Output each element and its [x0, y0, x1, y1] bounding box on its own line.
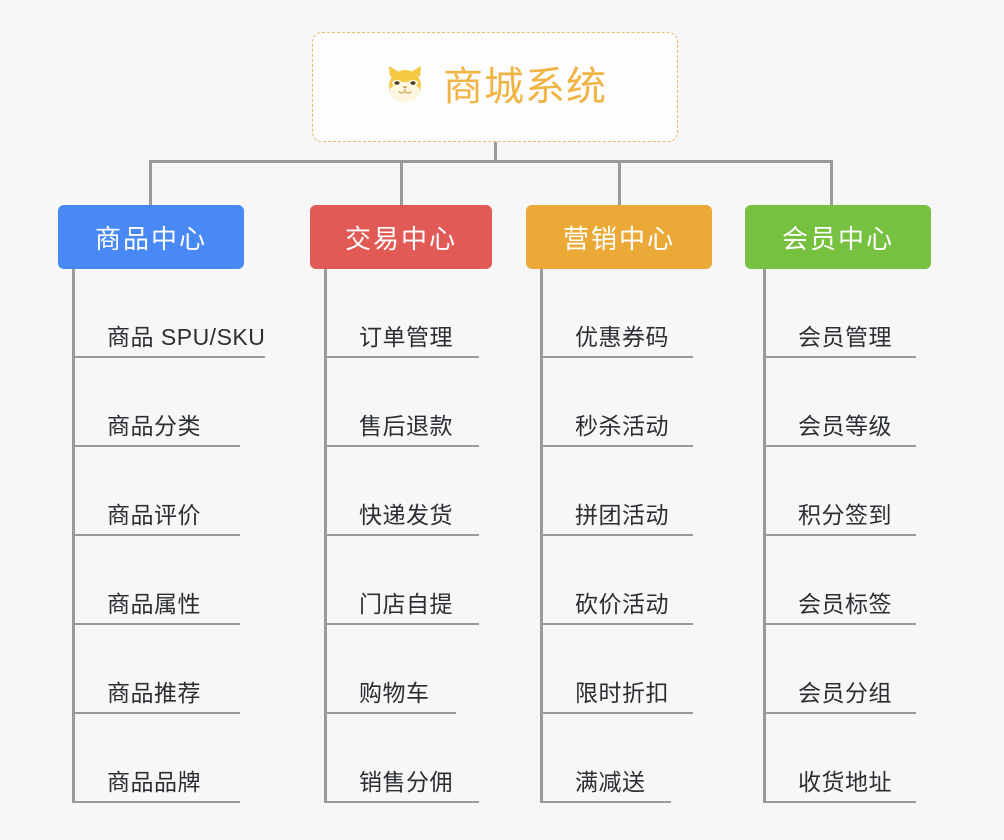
category-title-3: 营销中心	[562, 223, 675, 254]
leaf-label: 会员标签	[798, 591, 892, 618]
root-node-mall-system[interactable]: 商城系统	[312, 32, 678, 142]
leaf-label: 快递发货	[359, 502, 453, 529]
leaf-item[interactable]: 销售分佣	[327, 714, 492, 803]
leaf-label: 限时折扣	[575, 680, 669, 707]
leaf-label: 商品品牌	[107, 769, 201, 796]
leaf-label: 商品 SPU/SKU	[107, 324, 266, 351]
leaf-label: 秒杀活动	[575, 413, 669, 440]
leaf-label: 商品推荐	[107, 680, 201, 707]
leaf-item[interactable]: 商品推荐	[75, 625, 244, 714]
connector-horizontal-bar	[149, 160, 833, 163]
category-box-3[interactable]: 营销中心	[526, 205, 712, 269]
leaf-item[interactable]: 商品评价	[75, 447, 244, 536]
leaf-item[interactable]: 商品属性	[75, 536, 244, 625]
connector-drop-2	[400, 160, 403, 205]
leaf-item[interactable]: 会员管理	[766, 269, 931, 358]
category-title-1: 商品中心	[94, 223, 207, 254]
leaf-list-2: 订单管理 售后退款 快递发货 门店自提 购物车 销售分佣	[324, 269, 492, 803]
category-title-4: 会员中心	[781, 223, 894, 254]
root-node-content: 商城系统	[383, 63, 607, 112]
leaf-label: 商品分类	[107, 413, 201, 440]
shiba-dog-icon	[383, 63, 427, 112]
connector-drop-1	[149, 160, 152, 205]
leaf-label: 会员管理	[798, 324, 892, 351]
connector-root-stem	[494, 142, 497, 162]
leaf-item[interactable]: 满减送	[543, 714, 712, 803]
leaf-item[interactable]: 商品分类	[75, 358, 244, 447]
leaf-label: 商品评价	[107, 502, 201, 529]
leaf-label: 会员等级	[798, 413, 892, 440]
branch-column-4: 会员中心 会员管理 会员等级 积分签到 会员标签 会员分组 收货地址	[745, 205, 931, 803]
leaf-label: 收货地址	[798, 769, 892, 796]
leaf-list-1: 商品 SPU/SKU 商品分类 商品评价 商品属性 商品推荐 商品品牌	[72, 269, 266, 803]
leaf-item[interactable]: 门店自提	[327, 536, 492, 625]
leaf-label: 会员分组	[798, 680, 892, 707]
leaf-label: 售后退款	[359, 413, 453, 440]
root-node-title: 商城系统	[443, 65, 607, 109]
leaf-item[interactable]: 秒杀活动	[543, 358, 712, 447]
leaf-label: 拼团活动	[575, 502, 669, 529]
leaf-list-3: 优惠券码 秒杀活动 拼团活动 砍价活动 限时折扣 满减送	[540, 269, 712, 803]
leaf-label: 优惠券码	[575, 324, 669, 351]
connector-drop-3	[618, 160, 621, 205]
leaf-item[interactable]: 砍价活动	[543, 536, 712, 625]
leaf-item[interactable]: 会员等级	[766, 358, 931, 447]
leaf-item[interactable]: 商品品牌	[75, 714, 244, 803]
leaf-list-4: 会员管理 会员等级 积分签到 会员标签 会员分组 收货地址	[763, 269, 931, 803]
leaf-item[interactable]: 快递发货	[327, 447, 492, 536]
leaf-item[interactable]: 购物车	[327, 625, 492, 714]
leaf-label: 订单管理	[359, 324, 453, 351]
leaf-item[interactable]: 售后退款	[327, 358, 492, 447]
leaf-item[interactable]: 会员标签	[766, 536, 931, 625]
leaf-label: 销售分佣	[359, 769, 453, 796]
leaf-item[interactable]: 拼团活动	[543, 447, 712, 536]
leaf-item[interactable]: 优惠券码	[543, 269, 712, 358]
category-box-1[interactable]: 商品中心	[58, 205, 244, 269]
leaf-item[interactable]: 积分签到	[766, 447, 931, 536]
category-box-2[interactable]: 交易中心	[310, 205, 492, 269]
leaf-item[interactable]: 会员分组	[766, 625, 931, 714]
leaf-item[interactable]: 订单管理	[327, 269, 492, 358]
leaf-label: 商品属性	[107, 591, 201, 618]
category-box-4[interactable]: 会员中心	[745, 205, 931, 269]
connector-drop-4	[830, 160, 833, 205]
leaf-label: 砍价活动	[575, 591, 669, 618]
branch-column-2: 交易中心 订单管理 售后退款 快递发货 门店自提 购物车 销售分佣	[310, 205, 492, 803]
branch-column-3: 营销中心 优惠券码 秒杀活动 拼团活动 砍价活动 限时折扣 满减送	[526, 205, 712, 803]
leaf-label: 购物车	[359, 680, 430, 707]
leaf-item[interactable]: 收货地址	[766, 714, 931, 803]
leaf-item[interactable]: 限时折扣	[543, 625, 712, 714]
leaf-label: 门店自提	[359, 591, 453, 618]
leaf-item[interactable]: 商品 SPU/SKU	[75, 269, 266, 358]
category-title-2: 交易中心	[344, 223, 457, 254]
leaf-label: 满减送	[575, 769, 646, 796]
leaf-label: 积分签到	[798, 502, 892, 529]
branch-column-1: 商品中心 商品 SPU/SKU 商品分类 商品评价 商品属性 商品推荐 商品品牌	[58, 205, 266, 803]
